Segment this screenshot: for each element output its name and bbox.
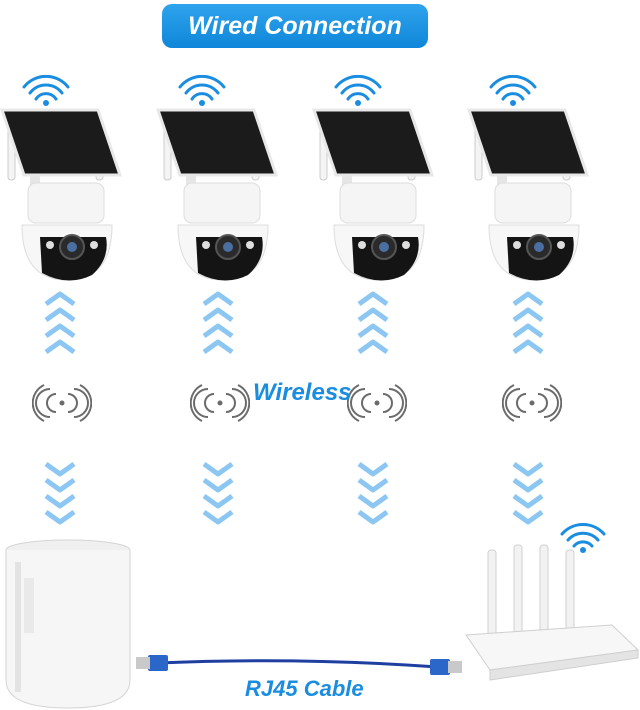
wireless-signal-icon: [347, 383, 407, 423]
up-chevrons-icon: [42, 290, 86, 355]
wireless-label: Wireless: [253, 379, 352, 407]
up-chevrons-icon: [355, 290, 399, 355]
down-chevrons-icon: [200, 460, 244, 525]
up-chevrons-icon: [200, 290, 244, 355]
solar-camera-3: [312, 75, 452, 295]
down-chevrons-icon: [510, 460, 554, 525]
wireless-signal-icon: [502, 383, 562, 423]
up-chevrons-icon: [510, 290, 554, 355]
wired-connection-title: Wired Connection: [162, 4, 428, 48]
down-chevrons-icon: [42, 460, 86, 525]
router: [462, 520, 640, 692]
rj45-cable-label: RJ45 Cable: [245, 676, 364, 702]
solar-camera-4: [467, 75, 607, 295]
wireless-signal-icon: [190, 383, 250, 423]
solar-camera-1: [0, 75, 140, 295]
solar-camera-2: [156, 75, 296, 295]
wireless-signal-icon: [32, 383, 92, 423]
title-text: Wired Connection: [188, 12, 402, 41]
base-station-hub: [0, 538, 140, 710]
down-chevrons-icon: [355, 460, 399, 525]
